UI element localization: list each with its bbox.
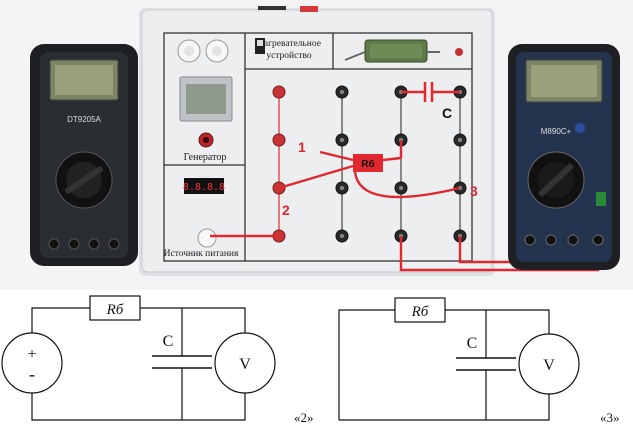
schematic-2: [1, 295, 276, 421]
jack-red-column: [272, 85, 286, 243]
heater-label-line1: Нагревательное: [257, 39, 321, 49]
schem2-plus-sign: +: [27, 346, 36, 363]
schem2-wire-bottom: [31, 393, 246, 421]
schem3-wire-bottom: [339, 394, 550, 421]
board-resistor: [353, 154, 383, 172]
schem2-source: [1, 332, 63, 394]
schem3-resistor-label: Rб: [411, 304, 429, 320]
schematic-3: [338, 297, 580, 421]
board-frame: [163, 32, 473, 262]
marker-1: 1: [298, 139, 306, 155]
jack[interactable]: [272, 85, 286, 99]
schem3-voltmeter: [518, 333, 580, 395]
heater-indicator-led: [455, 48, 463, 56]
schem2-wire-left-top: [31, 307, 90, 333]
power-source-display: [184, 178, 224, 194]
generator-knobs: [177, 39, 229, 63]
schem3-voltmeter-label: V: [543, 357, 555, 374]
schem3-wire-right-top: [445, 309, 550, 334]
right-meter-model: M890C+: [541, 127, 572, 136]
left-meter-model: DT9205A: [67, 115, 101, 124]
jack[interactable]: [272, 133, 286, 147]
schem2-resistor-label: Rб: [106, 302, 124, 318]
schem2-capacitor-label: C: [163, 333, 174, 350]
photo: Генератор 8.8.8.8 Источник питания Нагре…: [0, 0, 633, 290]
schem3-wire-left: [338, 309, 395, 420]
schem3-capacitor-label: C: [467, 335, 478, 352]
board-resistor-label: Rб: [361, 158, 374, 170]
schem3-caption: «3»: [600, 410, 620, 425]
left-meter-lcd: [55, 65, 113, 95]
right-multimeter: M890C+: [508, 44, 620, 270]
capacitor-wiring: [401, 82, 460, 102]
schem2-resistor: [89, 295, 141, 321]
marker-3: 3: [470, 183, 478, 199]
heater-label-line2: устройство: [266, 50, 312, 61]
power-source-digits: 8.8.8.8: [183, 182, 225, 193]
generator-lcd: [186, 84, 226, 114]
schem2-voltmeter-label: V: [239, 356, 251, 373]
schem2-voltmeter: [214, 332, 276, 394]
board-top-tab: [300, 6, 318, 12]
board-top-slot: [258, 6, 286, 10]
left-multimeter: DT9205A: [30, 44, 138, 266]
power-source-label: Источник питания: [164, 249, 239, 259]
schem2-caption: «2»: [294, 410, 314, 425]
board-capacitor-label: C: [442, 105, 452, 121]
schem2-wire-right-top: [140, 307, 246, 333]
generator-label: Генератор: [184, 152, 227, 163]
power-source-knob[interactable]: [197, 228, 217, 248]
jack-rails: [278, 90, 461, 240]
schem2-minus-sign: -: [29, 364, 35, 384]
right-meter-lcd: [531, 65, 597, 97]
marker-2: 2: [282, 202, 290, 218]
